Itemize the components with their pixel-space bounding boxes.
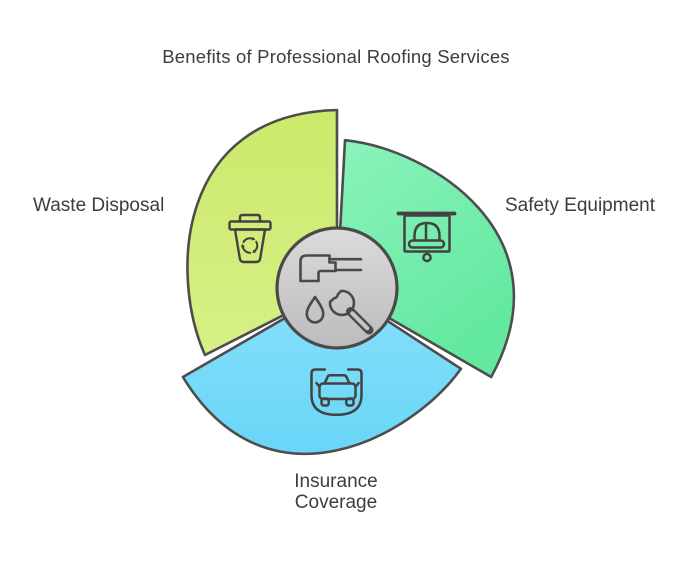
pipe-icon	[299, 254, 363, 283]
label-waste-disposal: Waste Disposal	[33, 195, 165, 216]
segment-insurance-coverage	[181, 286, 463, 455]
car-shield-icon	[310, 368, 363, 417]
label-insurance-coverage: Insurance Coverage	[294, 471, 378, 513]
label-safety-equipment: Safety Equipment	[505, 195, 655, 216]
recycle-bin-icon	[228, 213, 272, 264]
hard-hat-board-icon	[396, 211, 457, 263]
plumbing-tools-icon	[299, 254, 374, 335]
page-title: Benefits of Professional Roofing Service…	[162, 46, 510, 67]
segment-safety-equipment	[335, 138, 516, 379]
water-drop-icon	[305, 295, 325, 324]
wrench-icon	[328, 289, 374, 335]
hub-circle	[275, 226, 399, 350]
